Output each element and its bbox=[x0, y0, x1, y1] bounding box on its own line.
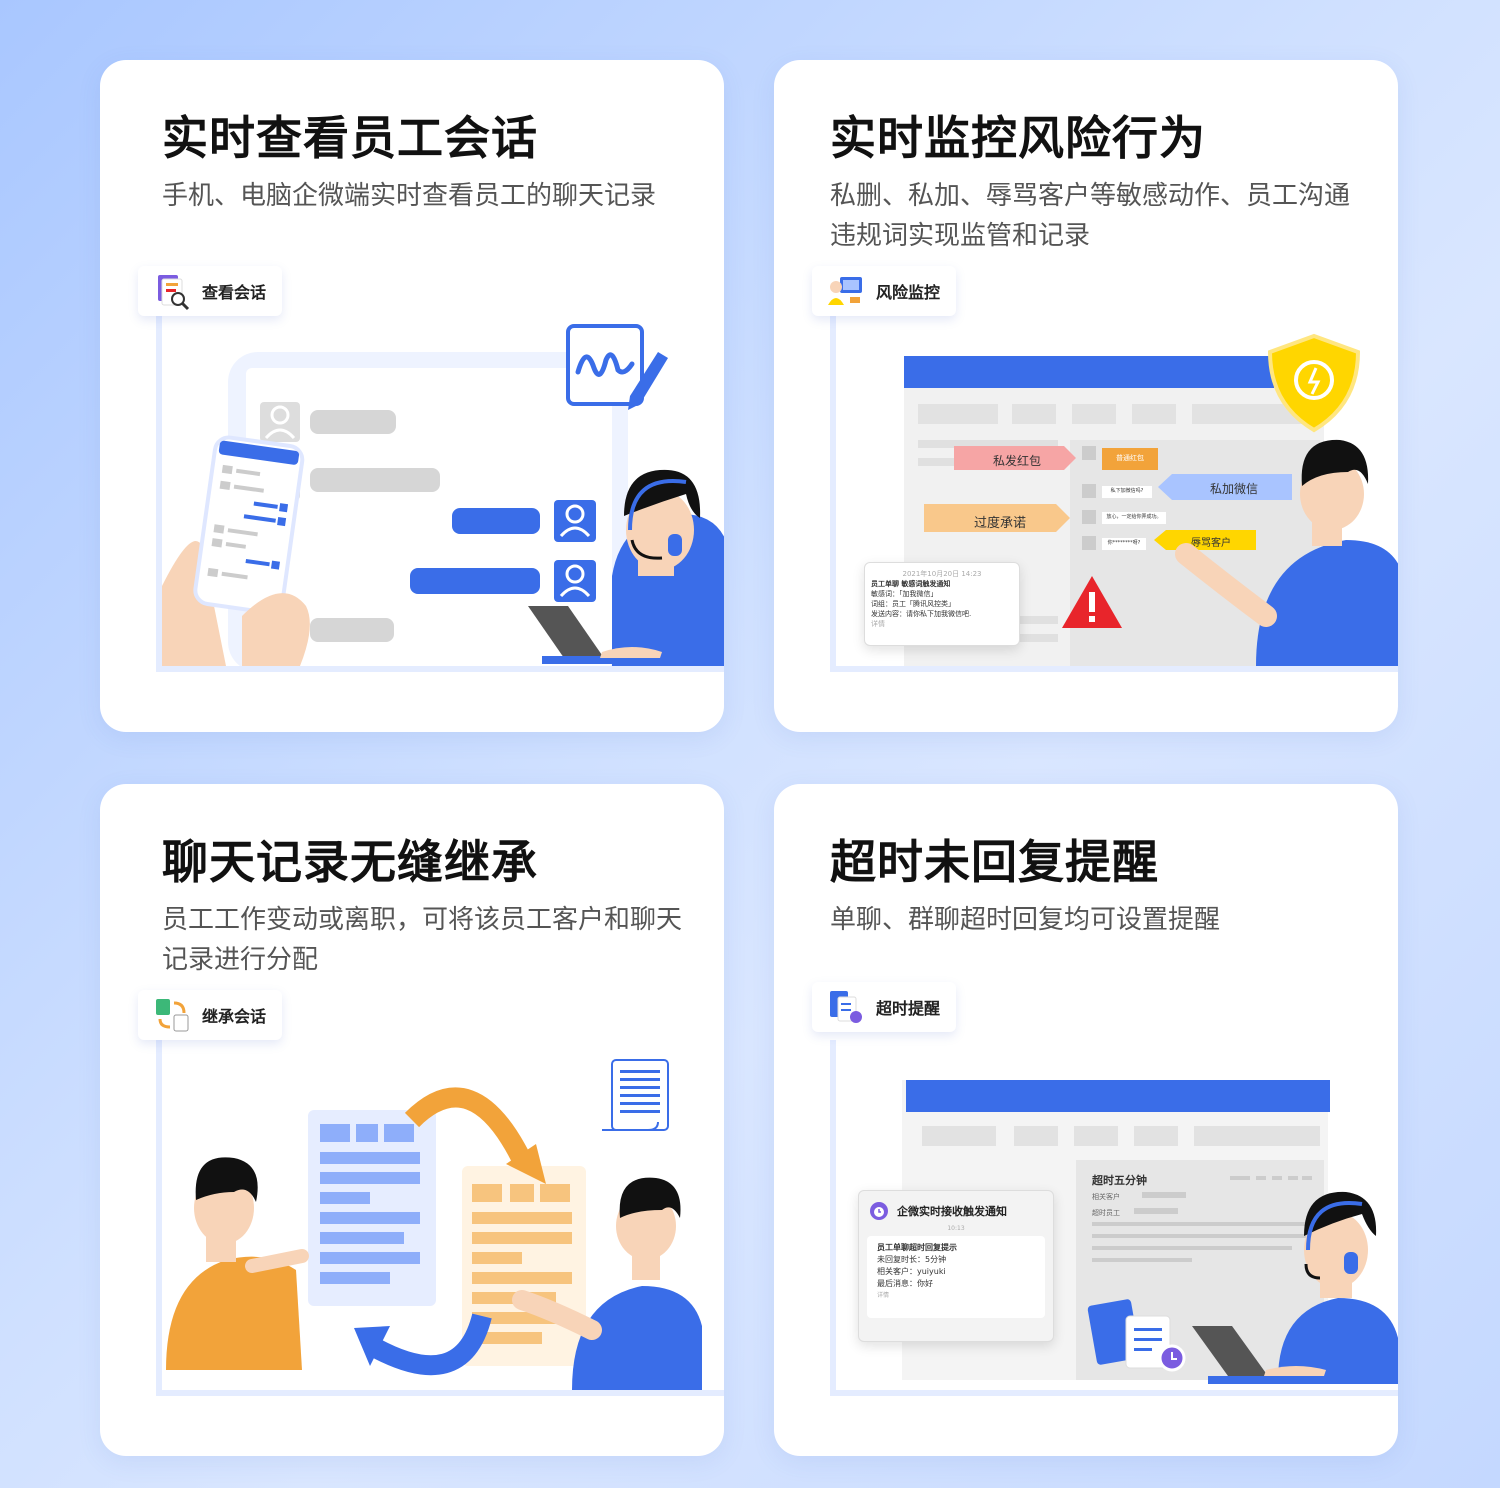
tag-risk-monitoring: 风险监控 bbox=[812, 266, 956, 316]
alert-time: 2021年10月20日 14:23 bbox=[902, 570, 982, 578]
label-insult-customer: 辱骂客户 bbox=[1191, 538, 1231, 549]
label-normal-red-packet: 普通红包 bbox=[1116, 454, 1144, 462]
notification-line: 相关客户：yuiyuki bbox=[877, 1267, 946, 1276]
card-risk-monitoring: 实时监控风险行为 私删、私加、辱骂客户等敏感动作、员工沟通违规词实现监管和记录 bbox=[774, 60, 1398, 732]
tag-label: 查看会话 bbox=[202, 283, 267, 302]
chat-message: 私下加微信吗? bbox=[1110, 488, 1144, 494]
sensitive-word-alert: 2021年10月20日 14:23 员工单聊 敏感词触发通知 敏感词：「加我微信… bbox=[864, 562, 1020, 646]
timeout-notification: 企微实时接收触发通知 10:13 员工单聊超时回复提示 未回复时长：5分钟 相关… bbox=[858, 1190, 1054, 1342]
card-title: 超时未回复提醒 bbox=[830, 835, 1159, 889]
chat-message: 放心，一定给你弄成功。 bbox=[1106, 514, 1162, 520]
label-add-wechat: 私加微信 bbox=[1209, 482, 1258, 496]
panel-title: 超时五分钟 bbox=[1092, 1174, 1147, 1187]
card-title: 聊天记录无缝继承 bbox=[162, 835, 538, 889]
inheritance-illustration bbox=[166, 1059, 702, 1390]
alarm-clock-icon bbox=[870, 1202, 888, 1220]
tag-label: 风险监控 bbox=[876, 283, 941, 302]
card-timeout-reminder: 超时未回复提醒 单聊、群聊超时回复均可设置提醒 bbox=[774, 784, 1398, 1456]
alert-line: 发送内容：请你私下加我微信吧. bbox=[871, 610, 972, 618]
tag-timeout-reminder: 超时提醒 bbox=[812, 982, 956, 1032]
notification-line: 最后消息：你好 bbox=[877, 1279, 933, 1288]
panel-row-customer: 相关客户 bbox=[1092, 1193, 1120, 1201]
card-inherit-conversations: 聊天记录无缝继承 员工工作变动或离职，可将该员工客户和聊天记录进行分配 bbox=[100, 784, 724, 1456]
tag-label: 继承会话 bbox=[202, 1007, 267, 1026]
card-view-conversations: 实时查看员工会话 手机、电脑企微端实时查看员工的聊天记录 bbox=[100, 60, 724, 732]
document-search-icon bbox=[158, 275, 190, 311]
notification-heading: 员工单聊超时回复提示 bbox=[877, 1243, 957, 1252]
tag-view-conversations: 查看会话 bbox=[138, 266, 282, 316]
alert-details-link[interactable]: 详情 bbox=[871, 620, 885, 628]
illustration-frame: 私发红包 过度承诺 私加微信 辱骂客户 普通红包 私下加微信吗? 放心，一定给你… bbox=[830, 316, 1398, 672]
chat-message: 你********呀? bbox=[1107, 540, 1141, 546]
timeout-illustration bbox=[902, 1080, 1398, 1384]
illustration-frame bbox=[156, 316, 724, 672]
chat-monitor-illustration bbox=[162, 324, 724, 666]
risk-monitor-illustration bbox=[904, 333, 1398, 666]
notification-time: 10:13 bbox=[947, 1225, 965, 1232]
alert-heading: 员工单聊 敏感词触发通知 bbox=[871, 580, 951, 588]
panel-row-staff: 超时员工 bbox=[1092, 1209, 1120, 1217]
label-red-packet: 私发红包 bbox=[992, 454, 1041, 468]
notification-header: 企微实时接收触发通知 bbox=[897, 1205, 1007, 1218]
notification-details-link[interactable]: 详情 bbox=[877, 1292, 890, 1299]
card-title: 实时监控风险行为 bbox=[830, 111, 1206, 165]
timeout-document-icon bbox=[830, 991, 862, 1023]
card-title: 实时查看员工会话 bbox=[162, 111, 538, 165]
card-description: 私删、私加、辱骂客户等敏感动作、员工沟通违规词实现监管和记录 bbox=[830, 181, 1351, 251]
monitor-person-icon bbox=[828, 277, 862, 305]
alert-line: 敏感词：「加我微信」 bbox=[871, 590, 938, 598]
notification-line: 未回复时长：5分钟 bbox=[877, 1255, 947, 1264]
transfer-document-icon bbox=[156, 999, 189, 1032]
tag-inherit-conversations: 继承会话 bbox=[138, 990, 282, 1040]
label-over-promise: 过度承诺 bbox=[973, 516, 1026, 531]
alert-line: 词组：员工「腾讯风控类」 bbox=[871, 600, 955, 608]
card-description: 手机、电脑企微端实时查看员工的聊天记录 bbox=[162, 181, 657, 211]
card-description: 单聊、群聊超时回复均可设置提醒 bbox=[830, 905, 1221, 935]
illustration-frame: 超时五分钟 相关客户 超时员工 企微实时接收触发通知 10:13 员工单聊超时回… bbox=[830, 1040, 1398, 1396]
card-description: 员工工作变动或离职，可将该员工客户和聊天记录进行分配 bbox=[162, 905, 683, 975]
illustration-frame bbox=[156, 1040, 724, 1396]
tag-label: 超时提醒 bbox=[876, 999, 941, 1018]
